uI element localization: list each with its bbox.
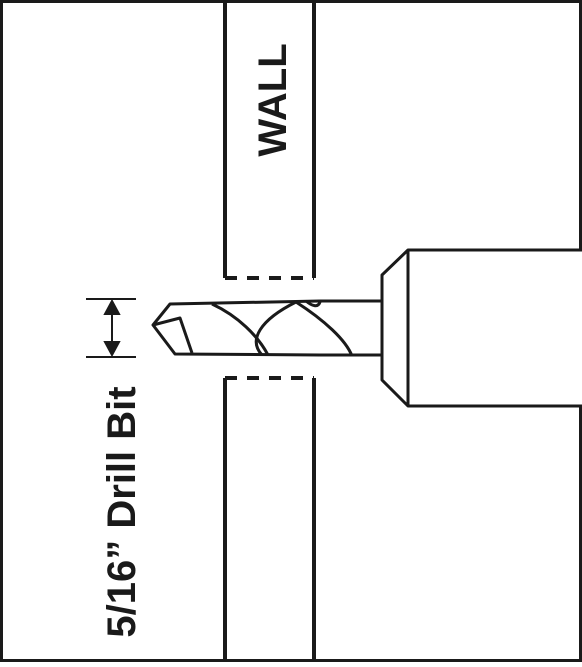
bit-size-label: 5/16” Drill Bit (100, 386, 144, 637)
bit-diameter-dimension (86, 298, 136, 358)
arrow-up-icon (103, 298, 121, 315)
wall-label: WALL (251, 43, 295, 156)
drill-chuck (380, 248, 582, 408)
wall-lower (223, 376, 316, 662)
wall-upper (223, 0, 316, 280)
drill-bit (151, 299, 382, 357)
arrow-down-icon (103, 341, 121, 358)
